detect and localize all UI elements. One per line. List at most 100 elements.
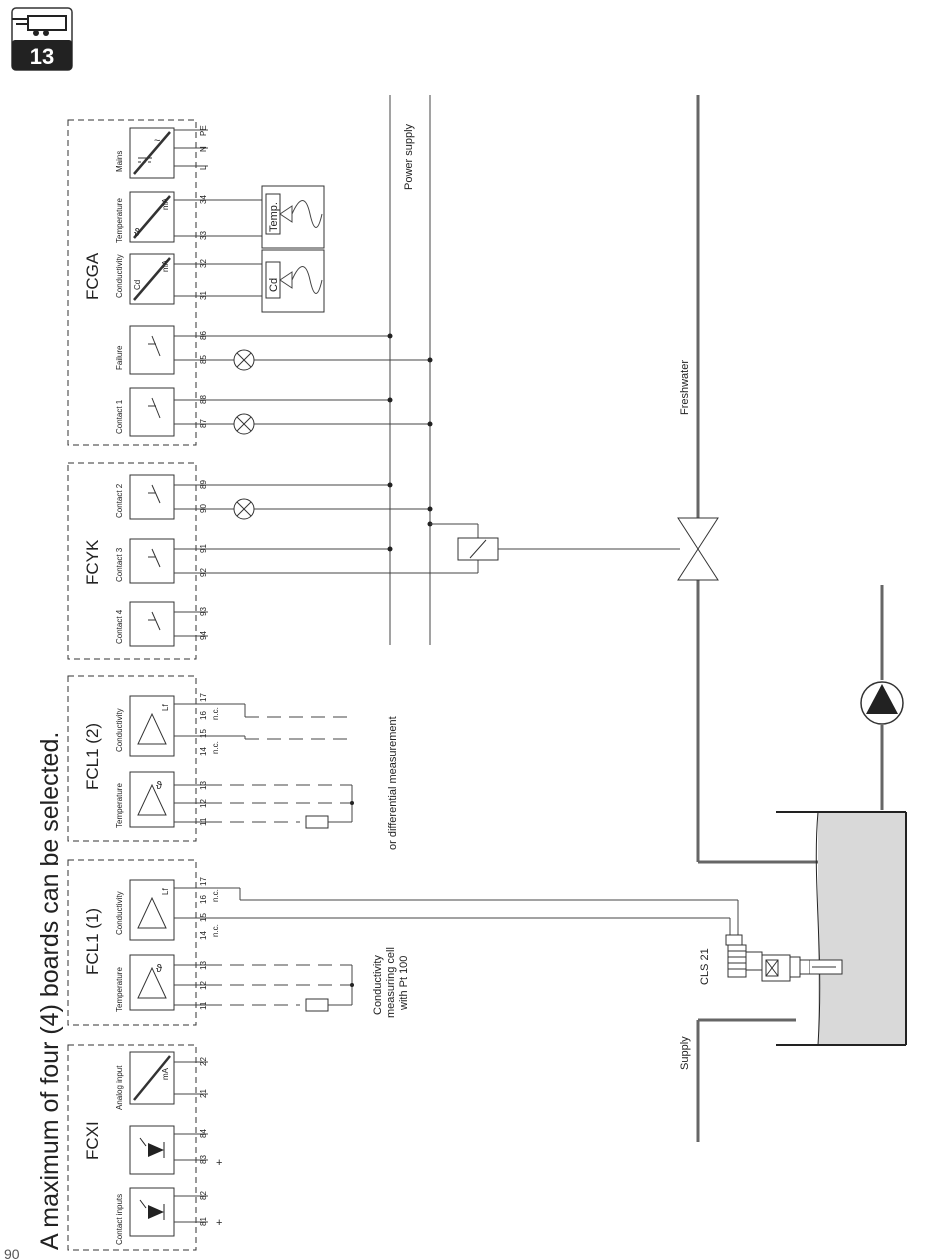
truck-icon bbox=[12, 15, 67, 36]
block-label: Contact 1 bbox=[115, 399, 124, 434]
svg-text:Conductivity: Conductivity bbox=[372, 955, 384, 1015]
chapter-number: 13 bbox=[30, 44, 54, 69]
temperature-amp-block: ϑ bbox=[129, 954, 175, 1011]
block-label: Failure bbox=[115, 345, 124, 370]
board-fcga: FCGA Contact 1 Failure Conductivity Temp… bbox=[67, 119, 325, 446]
terminal-labels: 94 93 92 91 90 89 bbox=[199, 480, 208, 640]
svg-text:PE: PE bbox=[199, 125, 208, 136]
svg-text:85: 85 bbox=[199, 355, 208, 364]
page-number: 90 bbox=[4, 1246, 20, 1260]
svg-text:mA: mA bbox=[161, 1067, 170, 1080]
svg-text:34: 34 bbox=[199, 195, 208, 204]
conductivity-amp-block: Lf bbox=[129, 695, 175, 757]
svg-text:L: L bbox=[199, 165, 208, 170]
page-headline: A maximum of four (4) boards can be sele… bbox=[36, 732, 64, 1250]
block-label: Temperature bbox=[115, 967, 124, 1012]
svg-text:mA: mA bbox=[161, 259, 170, 272]
freshwater-line: Freshwater bbox=[677, 95, 818, 864]
svg-text:n.c.: n.c. bbox=[211, 924, 220, 937]
svg-text:n.c.: n.c. bbox=[211, 889, 220, 902]
power-supply-label: Power supply bbox=[403, 123, 415, 190]
svg-text:86: 86 bbox=[199, 331, 208, 340]
board-fcxi: FCXI Contact inputs Analog input mA 81 8… bbox=[67, 1044, 222, 1251]
svg-text:82: 82 bbox=[199, 1191, 208, 1200]
block-label: Contact inputs bbox=[115, 1194, 124, 1245]
svg-text:90: 90 bbox=[199, 504, 208, 513]
board-title: FCYK bbox=[83, 539, 102, 585]
svg-text:11: 11 bbox=[199, 1001, 208, 1010]
svg-text:+: + bbox=[216, 1217, 222, 1229]
relay-contact-block bbox=[129, 538, 175, 584]
svg-text:12: 12 bbox=[199, 981, 208, 990]
svg-text:22: 22 bbox=[199, 1057, 208, 1066]
svg-text:measuring cell: measuring cell bbox=[385, 947, 397, 1018]
terminal-labels: 87 88 85 86 31 32 33 34 L N PE bbox=[199, 125, 208, 428]
svg-text:with Pt 100: with Pt 100 bbox=[398, 956, 410, 1011]
power-supply-bus: Power supply bbox=[389, 95, 431, 645]
board-fcl1-1: FCL1 (1) Temperature Conductivity ϑ Lf 1… bbox=[67, 859, 739, 1026]
terminal-labels: 11 12 13 14 15 16 17 n.c. n.c. bbox=[199, 693, 220, 826]
svg-text:Cd: Cd bbox=[268, 278, 280, 292]
lamp-icon bbox=[233, 413, 255, 435]
board-title: FCGA bbox=[83, 252, 102, 300]
cell-description: Conductivity measuring cell with Pt 100 bbox=[372, 947, 410, 1018]
svg-text:91: 91 bbox=[199, 544, 208, 553]
conductivity-output-block: Cd mA bbox=[129, 253, 175, 305]
optocoupler-block bbox=[129, 1187, 175, 1237]
svg-text:+: + bbox=[216, 1157, 222, 1169]
svg-text:84: 84 bbox=[199, 1129, 208, 1138]
svg-text:13: 13 bbox=[199, 781, 208, 790]
block-label: Temperature bbox=[115, 783, 124, 828]
board-fcl1-2: FCL1 (2) Temperature Conductivity ϑ Lf 1… bbox=[67, 675, 354, 842]
relay-contact-block bbox=[129, 387, 175, 437]
block-label: Conductivity bbox=[115, 708, 124, 752]
svg-text:mA: mA bbox=[161, 197, 170, 210]
block-label: Temperature bbox=[115, 198, 124, 243]
pump-icon bbox=[860, 681, 904, 725]
svg-text:Temp.: Temp. bbox=[268, 202, 280, 232]
block-label: Analog input bbox=[115, 1065, 124, 1110]
block-label: Contact 4 bbox=[115, 609, 124, 644]
svg-text:Cd: Cd bbox=[133, 280, 142, 290]
svg-text:87: 87 bbox=[199, 419, 208, 428]
svg-text:ϑ: ϑ bbox=[134, 227, 140, 239]
svg-text:12: 12 bbox=[199, 799, 208, 808]
svg-text:14: 14 bbox=[199, 747, 208, 756]
svg-text:31: 31 bbox=[199, 291, 208, 300]
chapter-badge: 13 bbox=[11, 7, 73, 71]
svg-text:ϑ: ϑ bbox=[156, 963, 162, 975]
svg-text:16: 16 bbox=[199, 895, 208, 904]
svg-text:11: 11 bbox=[199, 817, 208, 826]
relay-contact-block bbox=[129, 601, 175, 647]
valve-icon bbox=[677, 517, 719, 581]
supply-label: Supply bbox=[679, 1036, 691, 1070]
cls21-label: CLS 21 bbox=[699, 948, 711, 985]
lamp-icon bbox=[233, 349, 255, 371]
block-label: Mains bbox=[115, 151, 124, 172]
board-title: FCL1 (1) bbox=[83, 908, 102, 975]
svg-text:81: 81 bbox=[199, 1217, 208, 1226]
cls21-sensor: CLS 21 bbox=[699, 934, 843, 985]
tank bbox=[776, 811, 907, 1046]
svg-text:15: 15 bbox=[199, 729, 208, 738]
svg-text:16: 16 bbox=[199, 711, 208, 720]
analog-input-block: mA bbox=[129, 1051, 175, 1105]
lamp-icon bbox=[233, 498, 255, 520]
relay-contact-block bbox=[129, 325, 175, 375]
pump-line bbox=[860, 585, 904, 810]
block-label: Contact 2 bbox=[115, 483, 124, 518]
relay-contact-block bbox=[129, 474, 175, 520]
block-label: Contact 3 bbox=[115, 547, 124, 582]
block-label: Conductivity bbox=[115, 891, 124, 935]
svg-text:15: 15 bbox=[199, 913, 208, 922]
svg-text:Lf: Lf bbox=[161, 888, 170, 895]
svg-text:13: 13 bbox=[199, 961, 208, 970]
solenoid-icon bbox=[457, 537, 680, 561]
svg-text:89: 89 bbox=[199, 480, 208, 489]
optocoupler-block bbox=[129, 1125, 175, 1175]
svg-text:92: 92 bbox=[199, 568, 208, 577]
svg-text:n.c.: n.c. bbox=[211, 707, 220, 720]
svg-text:83: 83 bbox=[199, 1155, 208, 1164]
svg-text:94: 94 bbox=[199, 631, 208, 640]
